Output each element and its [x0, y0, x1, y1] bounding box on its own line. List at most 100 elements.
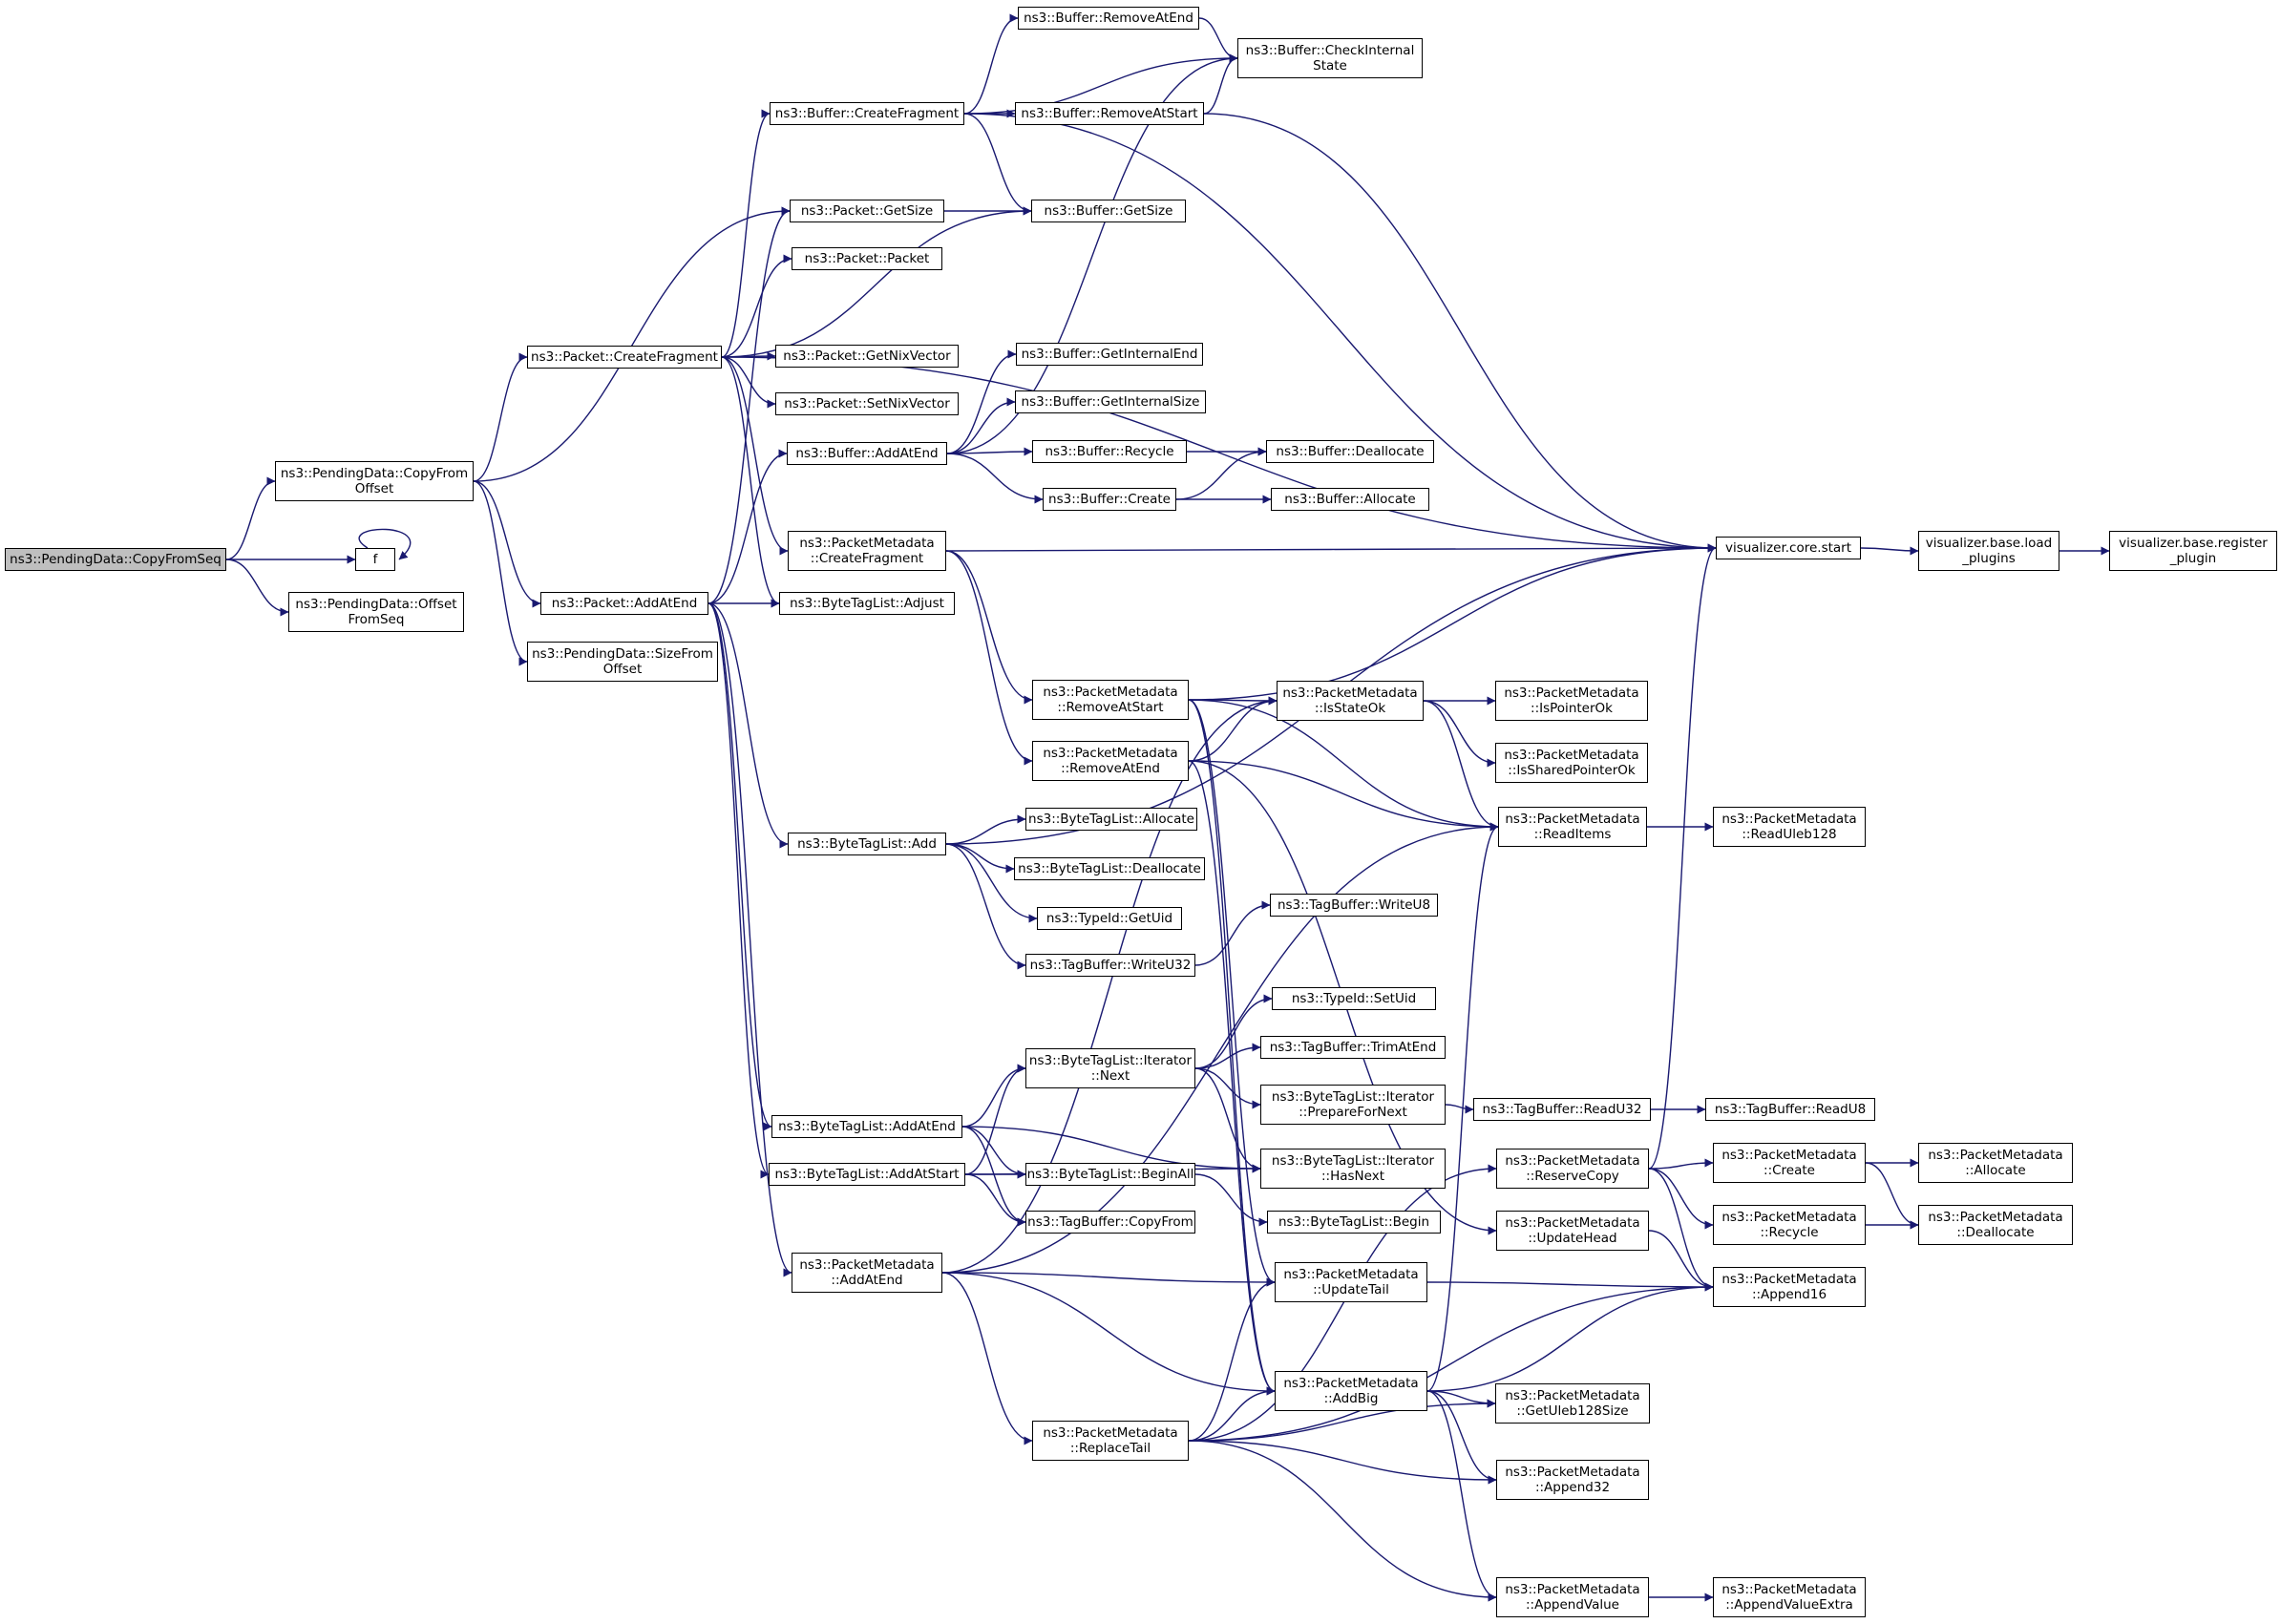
node-vis-load-plugins[interactable]: visualizer.base.load _plugins	[1918, 531, 2059, 571]
node-tb-trimatend[interactable]: ns3::TagBuffer::TrimAtEnd	[1260, 1036, 1446, 1059]
node-vis-register-plugin[interactable]: visualizer.base.register _plugin	[2109, 531, 2277, 571]
edge-btl-addatend-to-btl-beginall	[961, 1126, 1026, 1179]
node-buf-deallocate[interactable]: ns3::Buffer::Deallocate	[1266, 440, 1434, 463]
node-pm-deallocate[interactable]: ns3::PacketMetadata ::Deallocate	[1918, 1205, 2073, 1245]
node-tb-readu8[interactable]: ns3::TagBuffer::ReadU8	[1705, 1098, 1875, 1121]
node-btli-hasnext[interactable]: ns3::ByteTagList::Iterator ::HasNext	[1260, 1149, 1446, 1189]
node-label: ns3::ByteTagList::Iterator ::HasNext	[1271, 1153, 1435, 1184]
node-pm-isstateok[interactable]: ns3::PacketMetadata ::IsStateOk	[1277, 681, 1424, 721]
node-pm-readitems[interactable]: ns3::PacketMetadata ::ReadItems	[1498, 807, 1647, 847]
node-label: ns3::PacketMetadata ::ReserveCopy	[1505, 1153, 1640, 1184]
node-btl-beginall[interactable]: ns3::ByteTagList::BeginAll	[1025, 1163, 1195, 1186]
node-btl-addatend[interactable]: ns3::ByteTagList::AddAtEnd	[771, 1115, 962, 1138]
node-pkt-addatend[interactable]: ns3::Packet::AddAtEnd	[540, 592, 708, 615]
node-btl-adjust[interactable]: ns3::ByteTagList::Adjust	[779, 592, 955, 615]
node-pm-replacetail[interactable]: ns3::PacketMetadata ::ReplaceTail	[1032, 1421, 1189, 1461]
node-pm-updatetail[interactable]: ns3::PacketMetadata ::UpdateTail	[1275, 1262, 1427, 1302]
edge-pm-removeatstart-to-pm-readitems	[1188, 699, 1499, 832]
node-label: ns3::ByteTagList::AddAtStart	[774, 1167, 960, 1182]
node-label: ns3::Packet::SetNixVector	[784, 396, 950, 411]
node-label: ns3::PacketMetadata ::Recycle	[1721, 1210, 1857, 1240]
node-pm-addatend[interactable]: ns3::PacketMetadata ::AddAtEnd	[792, 1253, 942, 1293]
node-pm-allocate[interactable]: ns3::PacketMetadata ::Allocate	[1918, 1143, 2073, 1183]
node-btl-addatstart[interactable]: ns3::ByteTagList::AddAtStart	[769, 1163, 965, 1186]
node-label: ns3::ByteTagList::Add	[797, 836, 937, 852]
node-buf-create[interactable]: ns3::Buffer::Create	[1043, 488, 1176, 511]
node-buf-addatend[interactable]: ns3::Buffer::AddAtEnd	[787, 442, 947, 465]
node-pm-ispointerok[interactable]: ns3::PacketMetadata ::IsPointerOk	[1495, 681, 1648, 721]
edge-pm-addbig-to-pm-append32	[1426, 1390, 1497, 1485]
node-pm-appendvalueextra[interactable]: ns3::PacketMetadata ::AppendValueExtra	[1713, 1577, 1866, 1617]
node-btli-next[interactable]: ns3::ByteTagList::Iterator ::Next	[1025, 1048, 1195, 1088]
node-pkt-getnixvector[interactable]: ns3::Packet::GetNixVector	[775, 345, 959, 368]
node-pkt-getsize[interactable]: ns3::Packet::GetSize	[790, 200, 944, 222]
node-buf-recycle[interactable]: ns3::Buffer::Recycle	[1032, 440, 1187, 463]
node-pm-append32[interactable]: ns3::PacketMetadata ::Append32	[1496, 1460, 1649, 1500]
node-vis-core-start[interactable]: visualizer.core.start	[1716, 537, 1861, 559]
node-pd-sizefromoffset[interactable]: ns3::PendingData::SizeFrom Offset	[527, 642, 718, 682]
edge-pd-copyfromoffset-to-pkt-createfragment	[473, 352, 528, 482]
node-label: ns3::PacketMetadata ::GetUleb128Size	[1505, 1388, 1640, 1419]
node-btl-add[interactable]: ns3::ByteTagList::Add	[788, 833, 946, 855]
node-pd-copyfromoffset[interactable]: ns3::PendingData::CopyFrom Offset	[275, 461, 474, 501]
node-label: ns3::PacketMetadata ::RemoveAtEnd	[1043, 746, 1178, 776]
node-label: ns3::Buffer::GetInternalEnd	[1021, 347, 1198, 362]
node-tb-copyfrom[interactable]: ns3::TagBuffer::CopyFrom	[1025, 1211, 1195, 1234]
node-f[interactable]: f	[355, 548, 395, 571]
node-buf-removeatend[interactable]: ns3::Buffer::RemoveAtEnd	[1018, 7, 1199, 30]
node-btl-begin[interactable]: ns3::ByteTagList::Begin	[1267, 1211, 1441, 1234]
node-pkt-packet[interactable]: ns3::Packet::Packet	[792, 247, 942, 270]
node-btl-deallocate[interactable]: ns3::ByteTagList::Deallocate	[1014, 857, 1205, 880]
node-typeid-getuid[interactable]: ns3::TypeId::GetUid	[1037, 907, 1182, 930]
node-label: ns3::ByteTagList::BeginAll	[1026, 1167, 1194, 1182]
node-pm-append16[interactable]: ns3::PacketMetadata ::Append16	[1713, 1267, 1866, 1307]
node-pm-removeatend[interactable]: ns3::PacketMetadata ::RemoveAtEnd	[1032, 741, 1189, 781]
node-tb-writeu32[interactable]: ns3::TagBuffer::WriteU32	[1025, 954, 1195, 977]
node-buf-getsize[interactable]: ns3::Buffer::GetSize	[1031, 200, 1186, 222]
node-pm-create[interactable]: ns3::PacketMetadata ::Create	[1713, 1143, 1866, 1183]
node-pkt-setnixvector[interactable]: ns3::Packet::SetNixVector	[775, 392, 959, 415]
node-pm-getuleb128size[interactable]: ns3::PacketMetadata ::GetUleb128Size	[1495, 1383, 1650, 1424]
node-root[interactable]: ns3::PendingData::CopyFromSeq	[5, 548, 226, 571]
edge-btl-add-to-btl-allocate	[945, 814, 1026, 845]
node-typeid-setuid[interactable]: ns3::TypeId::SetUid	[1272, 987, 1436, 1010]
node-tb-readu32[interactable]: ns3::TagBuffer::ReadU32	[1473, 1098, 1651, 1121]
node-pm-readuleb128[interactable]: ns3::PacketMetadata ::ReadUleb128	[1713, 807, 1866, 847]
node-pm-reservecopy[interactable]: ns3::PacketMetadata ::ReserveCopy	[1496, 1149, 1649, 1189]
node-pm-removeatstart[interactable]: ns3::PacketMetadata ::RemoveAtStart	[1032, 680, 1189, 720]
node-pm-updatehead[interactable]: ns3::PacketMetadata ::UpdateHead	[1496, 1211, 1649, 1251]
node-tb-writeu8[interactable]: ns3::TagBuffer::WriteU8	[1270, 894, 1438, 917]
node-label: ns3::TypeId::GetUid	[1045, 911, 1173, 926]
node-label: ns3::Packet::AddAtEnd	[551, 596, 698, 611]
node-label: ns3::PacketMetadata ::AppendValue	[1505, 1582, 1640, 1613]
node-label: ns3::TagBuffer::WriteU32	[1029, 958, 1192, 973]
node-buf-getinternalsize[interactable]: ns3::Buffer::GetInternalSize	[1015, 390, 1206, 413]
node-btli-preparefornext[interactable]: ns3::ByteTagList::Iterator ::PrepareForN…	[1260, 1085, 1446, 1125]
edge-pkt-createfragment-to-pkt-packet	[721, 254, 792, 358]
node-pm-recycle[interactable]: ns3::PacketMetadata ::Recycle	[1713, 1205, 1866, 1245]
edge-pkt-createfragment-to-buf-createfragment	[721, 109, 771, 358]
edge-buf-addatend-to-buf-recycle	[946, 447, 1033, 456]
node-label: ns3::PacketMetadata ::ReadUleb128	[1721, 812, 1857, 842]
node-label: ns3::ByteTagList::Adjust	[790, 596, 944, 611]
node-pm-createfragment[interactable]: ns3::PacketMetadata ::CreateFragment	[788, 531, 946, 571]
node-pd-offsetfromseq[interactable]: ns3::PendingData::Offset FromSeq	[288, 592, 464, 632]
node-buf-createfragment[interactable]: ns3::Buffer::CreateFragment	[770, 102, 964, 125]
node-label: ns3::PacketMetadata ::IsPointerOk	[1504, 685, 1639, 716]
node-btl-allocate[interactable]: ns3::ByteTagList::Allocate	[1025, 808, 1197, 831]
node-label: ns3::PacketMetadata ::AddBig	[1283, 1376, 1419, 1406]
node-pm-addbig[interactable]: ns3::PacketMetadata ::AddBig	[1275, 1371, 1427, 1411]
node-buf-getinternalend[interactable]: ns3::Buffer::GetInternalEnd	[1016, 343, 1203, 366]
edge-pm-updatetail-to-pm-append16	[1426, 1281, 1714, 1292]
node-pm-appendvalue[interactable]: ns3::PacketMetadata ::AppendValue	[1496, 1577, 1649, 1617]
node-pm-issharedpointerok[interactable]: ns3::PacketMetadata ::IsSharedPointerOk	[1495, 743, 1648, 783]
node-pkt-createfragment[interactable]: ns3::Packet::CreateFragment	[527, 346, 722, 369]
node-buf-allocate[interactable]: ns3::Buffer::Allocate	[1271, 488, 1429, 511]
edge-pm-addatend-to-pm-addbig	[941, 1272, 1276, 1396]
node-buf-removeatstart[interactable]: ns3::Buffer::RemoveAtStart	[1015, 102, 1204, 125]
node-label: ns3::TagBuffer::TrimAtEnd	[1269, 1040, 1437, 1055]
edge-btl-add-to-typeid-getuid	[945, 843, 1038, 923]
node-label: ns3::Buffer::GetInternalSize	[1021, 394, 1200, 410]
node-buf-checkinternalstate[interactable]: ns3::Buffer::CheckInternal State	[1237, 38, 1423, 78]
